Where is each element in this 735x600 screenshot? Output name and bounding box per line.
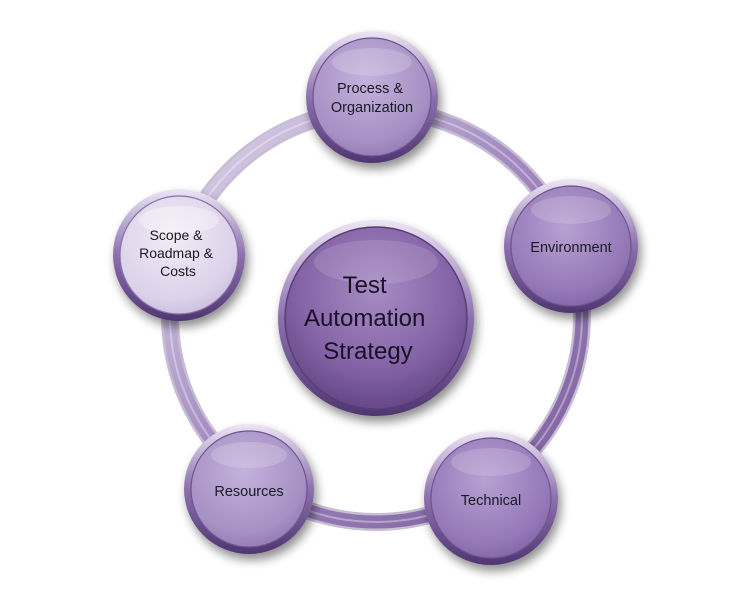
node-process-label: Process & Organization [331,81,413,116]
node-resources [184,424,314,554]
node-technical [424,431,558,565]
node-environment [504,179,638,313]
node-scope-roadmap-costs [113,189,245,321]
node-process-line-2: Organization [331,100,413,116]
center-line-3: Strategy [323,338,412,365]
node-technical-label: Technical [461,493,521,509]
node-process-organization [306,31,438,163]
node-environment-label: Environment [530,240,611,256]
node-resources-line-1: Resources [214,484,283,500]
node-environment-line-1: Environment [530,240,611,256]
node-scope-line-2: Roadmap & [139,245,214,261]
center-line-2: Automation [304,305,425,332]
center-line-1: Test [343,272,387,299]
center-node [278,220,474,416]
node-process-line-1: Process & [337,81,403,97]
node-technical-line-1: Technical [461,493,521,509]
node-scope-line-1: Scope & [150,227,204,243]
node-scope-line-3: Costs [160,263,196,279]
center-title: Test Automation Strategy [304,272,432,365]
node-scope-label: Scope & Roadmap & Costs [139,227,217,279]
node-resources-label: Resources [214,484,283,500]
